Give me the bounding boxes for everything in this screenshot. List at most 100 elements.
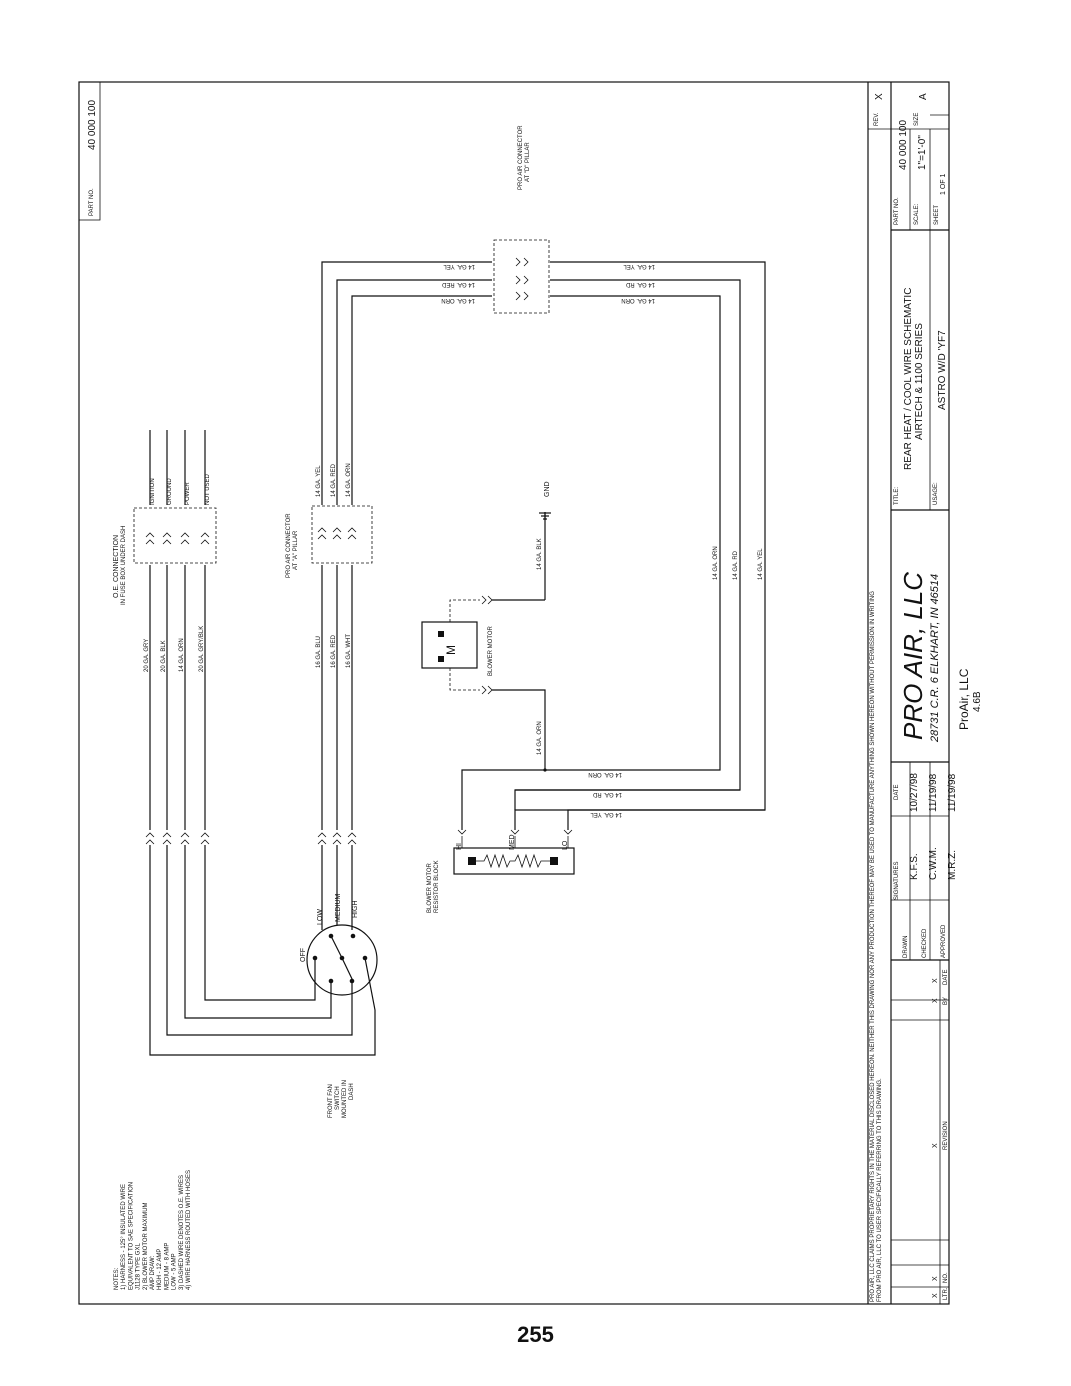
a-pillar-connector: PRO AIR CONNECTOR AT "A" PILLAR 14 GA. Y… <box>286 430 373 830</box>
blower-motor: M BLOWER MOTOR 14 GA. ORN <box>421 595 547 772</box>
part-label: PART NO. <box>894 197 900 225</box>
switch-label-3: MOUNTED IN <box>342 1080 348 1118</box>
stamp-line-1: ProAir, LLC <box>957 668 971 730</box>
a-in-wire-1: 16 GA. RED <box>331 634 337 668</box>
a-in-wire-2: 16 GA. WHT <box>346 634 352 668</box>
a-out-wire-0: 14 GA. YEL <box>316 465 322 497</box>
oe-connection-label: O.E. CONNECTION <box>113 535 120 598</box>
company-name: PRO AIR, LLC <box>898 572 928 740</box>
sig-date-0: 10/27/98 <box>909 773 920 812</box>
switch-label-2: SWITCH <box>335 1086 341 1110</box>
oe-pin-2: POWER <box>185 482 191 505</box>
sig-header-signatures: SIGNATURES <box>894 861 900 900</box>
oe-pin-1: GROUND <box>167 478 173 505</box>
note-line-8: LOW - 5 AMP <box>172 1253 178 1290</box>
resistor-tap-lo: LO <box>562 840 569 850</box>
front-fan-switch: OFF LOW MEDIUM HIGH FRONT FAN SWITCH MOU… <box>300 893 378 1118</box>
d-pillar-connector: PRO AIR CONNECTOR AT "D" PILLAR 14 GA. Y… <box>441 125 655 314</box>
sig-date-2: 11/19/98 <box>947 773 958 812</box>
scale-label: SCALE: <box>914 203 920 225</box>
sheet-label: SHEET <box>934 205 940 225</box>
rev-value: X <box>874 93 885 100</box>
note-line-5: AMP DRAW: <box>150 1255 156 1290</box>
usage-value: ASTRO W/D 'YF7 <box>937 330 948 410</box>
note-line-0: NOTES: <box>114 1267 120 1290</box>
oe-connection: O.E. CONNECTION IN FUSE BOX UNDER DASH I… <box>113 430 217 830</box>
proprietary-line-1: PRO AIR, LLC CLAIMS PROPRIETARY RIGHTS I… <box>870 591 876 1302</box>
oe-connection-sublabel: IN FUSE BOX UNDER DASH <box>121 526 127 605</box>
d-left-wire-2: 14 GA. ORN <box>441 297 475 303</box>
d-right-wire-1: 14 GA. RD <box>625 281 655 287</box>
title-line-1: REAR HEAT / COOL WIRE SCHEMATIC <box>903 288 914 470</box>
rev-header-1: NO. <box>943 1272 949 1283</box>
switch-pos-medium: MEDIUM <box>335 893 342 922</box>
page-number: 255 <box>517 1322 554 1347</box>
d-right-wire-2: 14 GA. ORN <box>621 297 655 303</box>
motor-symbol: M <box>444 645 458 655</box>
harness-loop: 14 GA. ORN 14 GA. RD 14 GA. YEL 14 GA. O… <box>321 261 766 830</box>
resistor-block: HI MED LO BLOWER MOTOR RESISTOR BLOCK <box>427 829 575 913</box>
size-value: A <box>918 93 929 100</box>
sig-role-2: APPROVED <box>941 924 947 958</box>
part-box-label: PART NO. <box>89 188 95 216</box>
switch-label-1: FRONT FAN <box>328 1084 334 1118</box>
sig-role-1: CHECKED <box>922 928 928 958</box>
sig-role-0: DRAWN <box>903 936 909 958</box>
part-number-box: PART NO. 40 000 100 <box>78 81 101 221</box>
note-line-4: 2) BLOWER MOTOR MAXIMUM <box>143 1202 149 1290</box>
sig-date-1: 11/19/98 <box>928 773 939 812</box>
blower-motor-wire-label: 14 GA. ORN <box>537 721 543 755</box>
vertical-wire-yel: 14 GA. YEL <box>758 548 764 580</box>
d-pillar-label: PRO AIR CONNECTOR <box>518 125 524 190</box>
drawing-border <box>78 81 950 1305</box>
part-box-value: 40 000 100 <box>87 100 98 150</box>
sig-header-date: DATE <box>894 784 900 800</box>
vertical-wire-orn: 14 GA. ORN <box>713 546 719 580</box>
part-value: 40 000 100 <box>898 120 909 170</box>
bottom-wire-rd: 14 GA. RD <box>592 791 622 797</box>
usage-label: USAGE: <box>933 482 939 505</box>
a-out-wire-1: 14 GA. RED <box>331 463 337 497</box>
ground-label: GND <box>544 481 551 497</box>
oe-wire-0: 20 GA. GRY <box>144 639 150 672</box>
stamp-line-2: 4.6B <box>972 691 983 712</box>
ground-connection: GND 14 GA. BLK <box>537 481 551 600</box>
switch-label-4: DASH <box>349 1083 355 1100</box>
d-left-wire-0: 14 GA. YEL <box>443 263 475 269</box>
proair-stamp: ProAir, LLC 4.6B <box>957 668 983 730</box>
a-pillar-sublabel: AT "A" PILLAR <box>293 530 299 570</box>
a-in-wire-0: 16 GA. BLU <box>316 636 322 668</box>
switch-pos-low: LOW <box>317 909 324 925</box>
note-line-10: 4) WIRE HARNESS ROUTED WITH HOSES <box>186 1170 192 1290</box>
bottom-wire-yel: 14 GA. YEL <box>590 811 622 817</box>
company-address: 28731 C.R. 6 ELKHART, IN 46514 <box>929 574 941 743</box>
resistor-block-label: BLOWER MOTOR <box>427 862 433 913</box>
sig-name-1: C.W.M. <box>928 847 939 880</box>
d-left-wire-1: 14 GA. RED <box>441 281 475 287</box>
rev-cell-2: X <box>932 1143 939 1148</box>
sig-name-2: M.R.Z. <box>947 850 958 880</box>
blower-motor-label: BLOWER MOTOR <box>488 625 494 676</box>
oe-pin-0: IGNITION <box>150 478 156 505</box>
scale-value: 1"=1'-0" <box>917 135 928 170</box>
d-pillar-sublabel: AT "D" PILLAR <box>525 142 531 182</box>
proprietary-line-2: FROM PRO AIR, LLC TO USER SPECIFICALLY R… <box>877 1078 883 1302</box>
rev-header-4: DATE <box>943 969 949 985</box>
rev-cell-3: X <box>932 998 939 1003</box>
rev-header-2: REVISION <box>943 1121 949 1150</box>
note-line-3: J1128 TYPE GXL <box>136 1243 142 1290</box>
ground-wire-label: 14 GA. BLK <box>537 538 543 570</box>
a-out-wire-2: 14 GA. ORN <box>346 463 352 497</box>
rev-cell-0: X <box>932 1293 939 1298</box>
note-line-2: EQUIVALENT TO SAE SPECIFICATION <box>128 1182 134 1290</box>
oe-wire-1: 20 GA. BLK <box>161 640 167 672</box>
note-line-6: HIGH - 12 AMP <box>157 1249 163 1290</box>
sig-name-0: K.F.S. <box>909 853 920 880</box>
switch-harness <box>145 832 376 1056</box>
title-block: PRO AIR, LLC CLAIMS PROPRIETARY RIGHTS I… <box>867 82 958 1304</box>
rev-cell-4: X <box>932 978 939 983</box>
title-line-2: AIRTECH & 1100 SERIES <box>914 323 925 440</box>
switch-pos-off: OFF <box>300 948 307 962</box>
